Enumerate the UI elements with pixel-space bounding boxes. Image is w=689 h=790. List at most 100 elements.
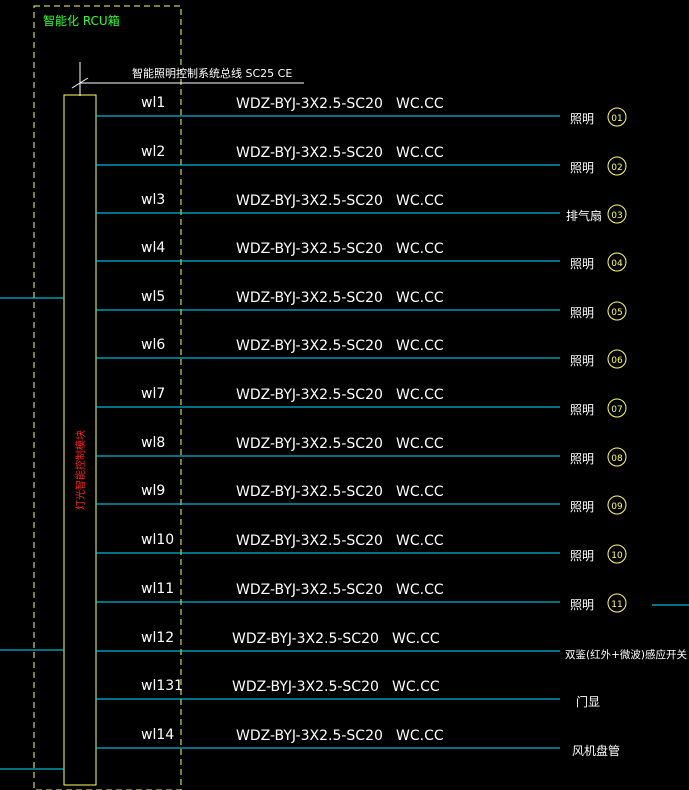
circuit-id: wl131 — [141, 678, 183, 694]
circuit-id: wl6 — [141, 337, 165, 353]
circuit-number: 03 — [611, 211, 622, 221]
circuit-id: wl9 — [141, 483, 165, 499]
circuit-id: wl7 — [141, 386, 165, 402]
circuit-number-circle — [607, 398, 627, 418]
load-name: 照明 — [570, 306, 594, 320]
routing-code: WC.CC — [396, 484, 444, 500]
circuit-number-circle — [607, 156, 627, 176]
cable-spec: WDZ-BYJ-3X2.5-SC20 — [232, 631, 379, 647]
circuit-row: wl2 WDZ-BYJ-3X2.5-SC20 WC.CC 照明 02 — [96, 144, 627, 176]
load-name: 照明 — [570, 452, 594, 466]
circuit-id: wl10 — [141, 532, 174, 548]
load-name: 照明 — [570, 403, 594, 417]
load-name: 照明 — [570, 598, 594, 612]
circuit-number-circle — [607, 447, 627, 467]
circuit-row: wl1 WDZ-BYJ-3X2.5-SC20 WC.CC 照明 01 — [96, 95, 627, 127]
load-name: 照明 — [570, 112, 594, 126]
routing-code: WC.CC — [396, 387, 444, 403]
routing-code: WC.CC — [396, 436, 444, 452]
routing-code: WC.CC — [396, 533, 444, 549]
circuit-number: 09 — [611, 502, 623, 512]
routing-code: WC.CC — [396, 582, 444, 598]
routing-code: WC.CC — [392, 679, 440, 695]
circuit-row: wl10 WDZ-BYJ-3X2.5-SC20 WC.CC 照明 10 — [96, 532, 627, 564]
circuit-number: 06 — [611, 356, 623, 366]
load-name: 照明 — [570, 549, 594, 563]
routing-code: WC.CC — [396, 290, 444, 306]
load-name: 双鉴(红外+微波)感应开关 — [565, 648, 687, 661]
rcu-box-outline — [33, 5, 182, 790]
circuit-id: wl14 — [141, 727, 174, 743]
bus-leader-slash — [71, 77, 89, 89]
cable-spec: WDZ-BYJ-3X2.5-SC20 — [236, 436, 383, 452]
routing-code: WC.CC — [396, 96, 444, 112]
circuit-number: 07 — [611, 405, 622, 415]
circuit-id: wl11 — [141, 581, 174, 597]
circuit-row: wl4 WDZ-BYJ-3X2.5-SC20 WC.CC 照明 04 — [96, 240, 627, 272]
circuit-id: wl2 — [141, 144, 165, 160]
circuit-number: 01 — [611, 114, 622, 124]
load-name: 照明 — [570, 354, 594, 368]
circuit-id: wl12 — [141, 630, 174, 646]
routing-code: WC.CC — [396, 728, 444, 744]
load-name: 排气扇 — [566, 208, 602, 223]
load-name: 照明 — [570, 161, 594, 175]
circuit-number-circle — [607, 349, 627, 369]
cable-spec: WDZ-BYJ-3X2.5-SC20 — [236, 533, 383, 549]
circuit-number: 10 — [611, 551, 623, 561]
circuit-row: wl131 WDZ-BYJ-3X2.5-SC20 WC.CC 门显 — [96, 678, 600, 709]
circuit-number-circle — [607, 204, 627, 224]
cable-spec: WDZ-BYJ-3X2.5-SC20 — [236, 193, 383, 209]
circuit-row: wl8 WDZ-BYJ-3X2.5-SC20 WC.CC 照明 08 — [96, 435, 627, 467]
cable-spec: WDZ-BYJ-3X2.5-SC20 — [236, 582, 383, 598]
circuit-number-circle — [607, 544, 627, 564]
circuit-number-circle — [607, 301, 627, 321]
control-module-label: 灯光智能控制模块 — [74, 430, 87, 510]
routing-code: WC.CC — [396, 338, 444, 354]
cable-spec: WDZ-BYJ-3X2.5-SC20 — [232, 679, 379, 695]
cable-spec: WDZ-BYJ-3X2.5-SC20 — [236, 728, 383, 744]
circuit-id: wl1 — [141, 95, 165, 111]
circuit-row: wl12 WDZ-BYJ-3X2.5-SC20 WC.CC 双鉴(红外+微波)感应开关 — [96, 630, 687, 661]
circuit-number: 08 — [611, 454, 623, 464]
load-name: 门显 — [576, 694, 600, 709]
cable-spec: WDZ-BYJ-3X2.5-SC20 — [236, 484, 383, 500]
cable-spec: WDZ-BYJ-3X2.5-SC20 — [236, 145, 383, 161]
circuit-id: wl5 — [141, 289, 165, 305]
cable-spec: WDZ-BYJ-3X2.5-SC20 — [236, 96, 383, 112]
routing-code: WC.CC — [396, 193, 444, 209]
bus-label: 智能照明控制系统总线 SC25 CE — [132, 66, 292, 80]
circuit-number-circle — [607, 593, 627, 613]
circuit-number-circle — [607, 495, 627, 515]
circuit-number: 04 — [611, 259, 623, 269]
routing-code: WC.CC — [392, 631, 440, 647]
cable-spec: WDZ-BYJ-3X2.5-SC20 — [236, 241, 383, 257]
load-name: 风机盘管 — [572, 743, 620, 758]
circuit-number: 05 — [611, 308, 622, 318]
routing-code: WC.CC — [396, 145, 444, 161]
circuit-row: wl5 WDZ-BYJ-3X2.5-SC20 WC.CC 照明 05 — [96, 289, 627, 321]
circuit-row: wl14 WDZ-BYJ-3X2.5-SC20 WC.CC 风机盘管 — [96, 727, 620, 758]
control-module-box — [63, 94, 97, 786]
circuit-row: wl7 WDZ-BYJ-3X2.5-SC20 WC.CC 照明 07 — [96, 386, 627, 418]
load-name: 照明 — [570, 500, 594, 514]
cable-spec: WDZ-BYJ-3X2.5-SC20 — [236, 387, 383, 403]
circuit-row: wl9 WDZ-BYJ-3X2.5-SC20 WC.CC 照明 09 — [96, 483, 627, 515]
circuit-number-circle — [607, 107, 627, 127]
load-name: 照明 — [570, 257, 594, 271]
circuit-id: wl4 — [141, 240, 165, 256]
circuit-row: wl3 WDZ-BYJ-3X2.5-SC20 WC.CC 排气扇 03 — [96, 192, 627, 224]
circuit-id: wl8 — [141, 435, 165, 451]
routing-code: WC.CC — [396, 241, 444, 257]
cable-spec: WDZ-BYJ-3X2.5-SC20 — [236, 338, 383, 354]
cable-spec: WDZ-BYJ-3X2.5-SC20 — [236, 290, 383, 306]
circuit-number: 02 — [611, 163, 622, 173]
circuit-row: wl6 WDZ-BYJ-3X2.5-SC20 WC.CC 照明 06 — [96, 337, 627, 369]
circuit-number-circle — [607, 252, 627, 272]
rcu-box-title: 智能化 RCU箱 — [43, 13, 120, 28]
circuit-row: wl11 WDZ-BYJ-3X2.5-SC20 WC.CC 照明 11 — [96, 581, 627, 613]
circuit-number: 11 — [611, 600, 622, 610]
circuit-id: wl3 — [141, 192, 165, 208]
